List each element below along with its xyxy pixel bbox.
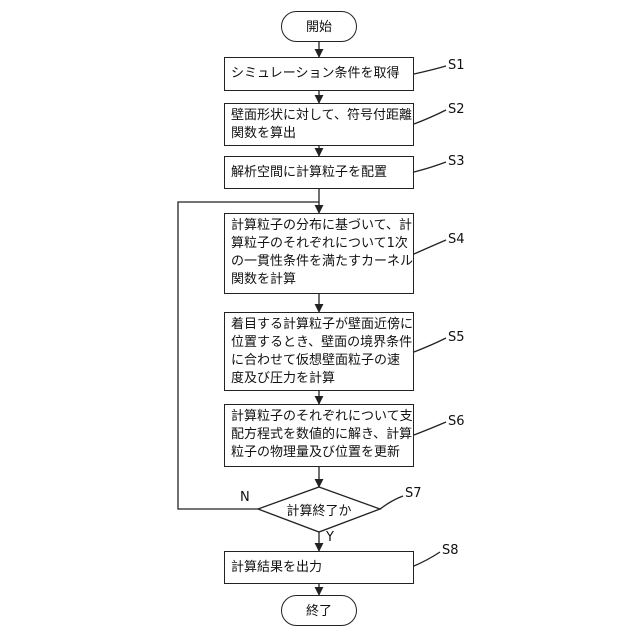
step-s4-line-1: 計算粒子の分布に基づいて、計 (231, 217, 407, 235)
start-label: 開始 (288, 15, 350, 41)
step-s5-id: S5 (448, 330, 465, 345)
branch-yes-label: Y (326, 530, 334, 545)
step-s5-line-2: 位置するとき、壁面の境界条件 (231, 334, 407, 352)
leader-s2 (414, 110, 446, 124)
step-s5-line-4: 度及び圧力を計算 (231, 370, 407, 388)
step-s6-id: S6 (448, 414, 465, 429)
step-s3-id: S3 (448, 154, 465, 169)
leader-s4 (414, 240, 446, 254)
decision-id: S7 (405, 486, 422, 501)
step-s4-line-3: の一貫性条件を満たすカーネル (231, 253, 407, 271)
step-s3-box: 解析空間に計算粒子を配置 (224, 156, 414, 189)
branch-no-label: N (240, 490, 250, 505)
step-s2-id: S2 (448, 102, 465, 117)
step-s6-line-3: 粒子の物理量及び位置を更新 (231, 444, 407, 462)
step-s5-line-3: に合わせて仮想壁面粒子の速 (231, 352, 407, 370)
leader-s3 (414, 162, 446, 172)
step-s6-box: 計算粒子のそれぞれについて支 配方程式を数値的に解き、計算 粒子の物理量及び位置… (224, 404, 414, 467)
step-s5-line-1: 着目する計算粒子が壁面近傍に (231, 316, 407, 334)
start-terminal: 開始 (281, 11, 357, 42)
step-s4-line-4: 関数を計算 (231, 271, 407, 289)
step-s8-line-1: 計算結果を出力 (231, 555, 407, 580)
end-terminal: 終了 (281, 595, 357, 626)
step-s3-line-1: 解析空間に計算粒子を配置 (231, 160, 407, 185)
step-s8-id: S8 (442, 543, 459, 558)
step-s4-line-2: 算粒子のそれぞれについて1次 (231, 235, 407, 253)
step-s1-id: S1 (448, 58, 465, 73)
step-s4-id: S4 (448, 232, 465, 247)
step-s6-line-2: 配方程式を数値的に解き、計算 (231, 426, 407, 444)
step-s8-box: 計算結果を出力 (224, 551, 414, 584)
step-s2-line-2: 関数を算出 (231, 125, 407, 143)
leader-s5 (414, 338, 446, 352)
step-s4-box: 計算粒子の分布に基づいて、計 算粒子のそれぞれについて1次 の一貫性条件を満たす… (224, 213, 414, 294)
step-s1-line-1: シミュレーション条件を取得 (231, 61, 407, 87)
end-label: 終了 (288, 599, 350, 625)
leader-s1 (414, 66, 446, 74)
step-s1-box: シミュレーション条件を取得 (224, 57, 414, 91)
leader-s6 (414, 422, 446, 435)
step-s5-box: 着目する計算粒子が壁面近傍に 位置するとき、壁面の境界条件 に合わせて仮想壁面粒… (224, 312, 414, 391)
leader-s7 (380, 496, 403, 509)
step-s2-box: 壁面形状に対して、符号付距離 関数を算出 (224, 103, 414, 146)
decision-text: 計算終了か (279, 500, 359, 519)
step-s6-line-1: 計算粒子のそれぞれについて支 (231, 408, 407, 426)
leader-s8 (414, 552, 440, 566)
step-s2-line-1: 壁面形状に対して、符号付距離 (231, 107, 407, 125)
